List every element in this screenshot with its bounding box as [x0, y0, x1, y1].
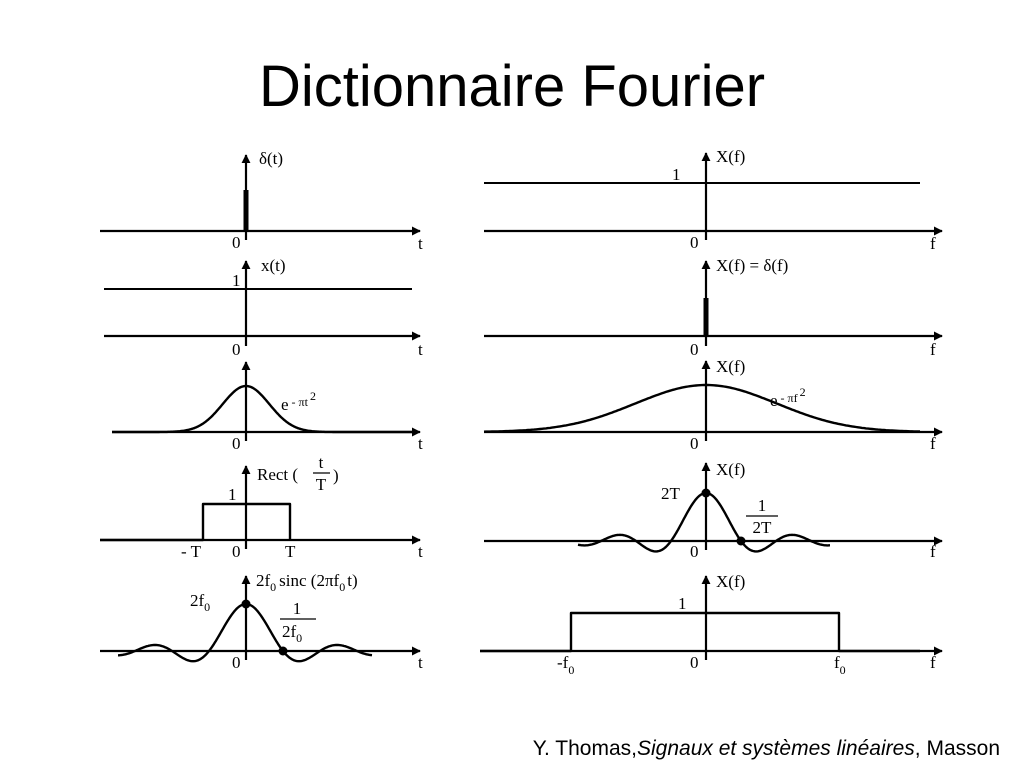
citation: Y. Thomas,Signaux et systèmes linéaires,… [533, 737, 1000, 761]
origin-label: 0 [232, 233, 241, 252]
neg-T-label: - T [181, 542, 202, 561]
pair-4-left: Rect ( t T ) 1 - T 0 T t [100, 453, 423, 561]
gaussian-curve [483, 383, 920, 433]
function-base: e [281, 395, 289, 414]
function-label: X(f) [716, 357, 745, 376]
peak-marker [701, 488, 711, 498]
variable-label: t [418, 542, 423, 561]
fraction-numerator: 1 [758, 496, 767, 515]
fraction-numerator: t [319, 453, 324, 472]
variable-label: t [418, 340, 423, 359]
function-square: 2 [800, 385, 806, 399]
pos-f0-subscript: 0 [840, 663, 846, 677]
origin-label: 0 [232, 653, 241, 672]
pos-f0-main: f [834, 653, 840, 672]
pos-T-label: T [285, 542, 296, 561]
function-label: Rect ( [257, 465, 298, 484]
citation-book: Signaux et systèmes linéaires [636, 737, 915, 760]
peak-label: 2f0 [190, 591, 210, 614]
variable-label: f [930, 234, 936, 253]
function-b: sinc (2πf [279, 571, 339, 590]
level-label: 1 [228, 485, 237, 504]
pair-2-left: x(t) 1 0 t [104, 256, 423, 359]
variable-label: t [418, 234, 423, 253]
fraction-denominator: T [316, 475, 327, 494]
function-label: X(f) = δ(f) [716, 256, 788, 275]
function-label: X(f) [716, 147, 745, 166]
function-exponent: - πt [292, 395, 309, 409]
neg-f0-subscript: 0 [568, 663, 574, 677]
function-a-subscript: 0 [270, 580, 276, 594]
origin-label: 0 [232, 434, 241, 453]
function-label: δ(t) [259, 149, 283, 168]
function-exponent: - πf [781, 391, 798, 405]
function-base: e [770, 391, 778, 410]
citation-author: Y. Thomas, [532, 737, 637, 760]
variable-label: f [930, 340, 936, 359]
variable-label: f [930, 653, 936, 672]
function-square: 2 [310, 389, 316, 403]
origin-label: 0 [232, 340, 241, 359]
pair-1-right: X(f) 1 0 f [484, 147, 943, 253]
fraction-denominator-main: 2f [282, 622, 297, 641]
origin-label: 0 [690, 340, 699, 359]
pos-f0-label: f0 [834, 653, 846, 677]
gaussian-curve [111, 384, 413, 434]
pair-1-left: δ(t) 0 t [100, 149, 423, 253]
level-label: 1 [672, 165, 681, 184]
zero-crossing-marker [278, 646, 288, 656]
fraction-numerator: 1 [293, 599, 302, 618]
pair-5-right: X(f) 1 -f0 0 f0 f [480, 572, 943, 677]
peak-subscript: 0 [204, 600, 210, 614]
peak-main: 2f [190, 591, 205, 610]
variable-label: f [930, 434, 936, 453]
function-c: t) [347, 571, 357, 590]
function-label: X(f) [716, 572, 745, 591]
origin-label: 0 [690, 233, 699, 252]
fraction-denominator-subscript: 0 [296, 631, 302, 645]
function-a: 2f [256, 571, 271, 590]
level-label: 1 [232, 271, 241, 290]
function-b-subscript: 0 [339, 580, 345, 594]
origin-label: 0 [690, 653, 699, 672]
peak-marker [241, 599, 251, 609]
peak-label: 2T [661, 484, 681, 503]
pair-2-right: X(f) = δ(f) 0 f [484, 256, 943, 359]
variable-label: f [930, 542, 936, 561]
pair-4-right: X(f) 2T 1 2T 0 f [484, 460, 943, 561]
variable-label: t [418, 434, 423, 453]
rect-pulse [100, 502, 292, 542]
citation-publisher: , Masson [914, 737, 1000, 760]
fraction-denominator: 2T [753, 518, 773, 537]
level-label: 1 [678, 594, 687, 613]
origin-label: 0 [232, 542, 241, 561]
origin-label: 0 [690, 542, 699, 561]
zero-crossing-marker [736, 536, 746, 546]
function-label: x(t) [261, 256, 286, 275]
neg-f0-main: -f [557, 653, 569, 672]
sinc-curve [577, 491, 831, 553]
fraction-denominator: 2f0 [282, 622, 302, 645]
function-suffix: ) [333, 466, 339, 485]
rect-spectrum [480, 611, 920, 653]
variable-label: t [418, 653, 423, 672]
function-prefix: Rect ( [257, 465, 298, 484]
origin-label: 0 [690, 434, 699, 453]
slide-title: Dictionnaire Fourier [258, 54, 766, 119]
neg-f0-label: -f0 [557, 653, 574, 677]
function-label: X(f) [716, 460, 745, 479]
